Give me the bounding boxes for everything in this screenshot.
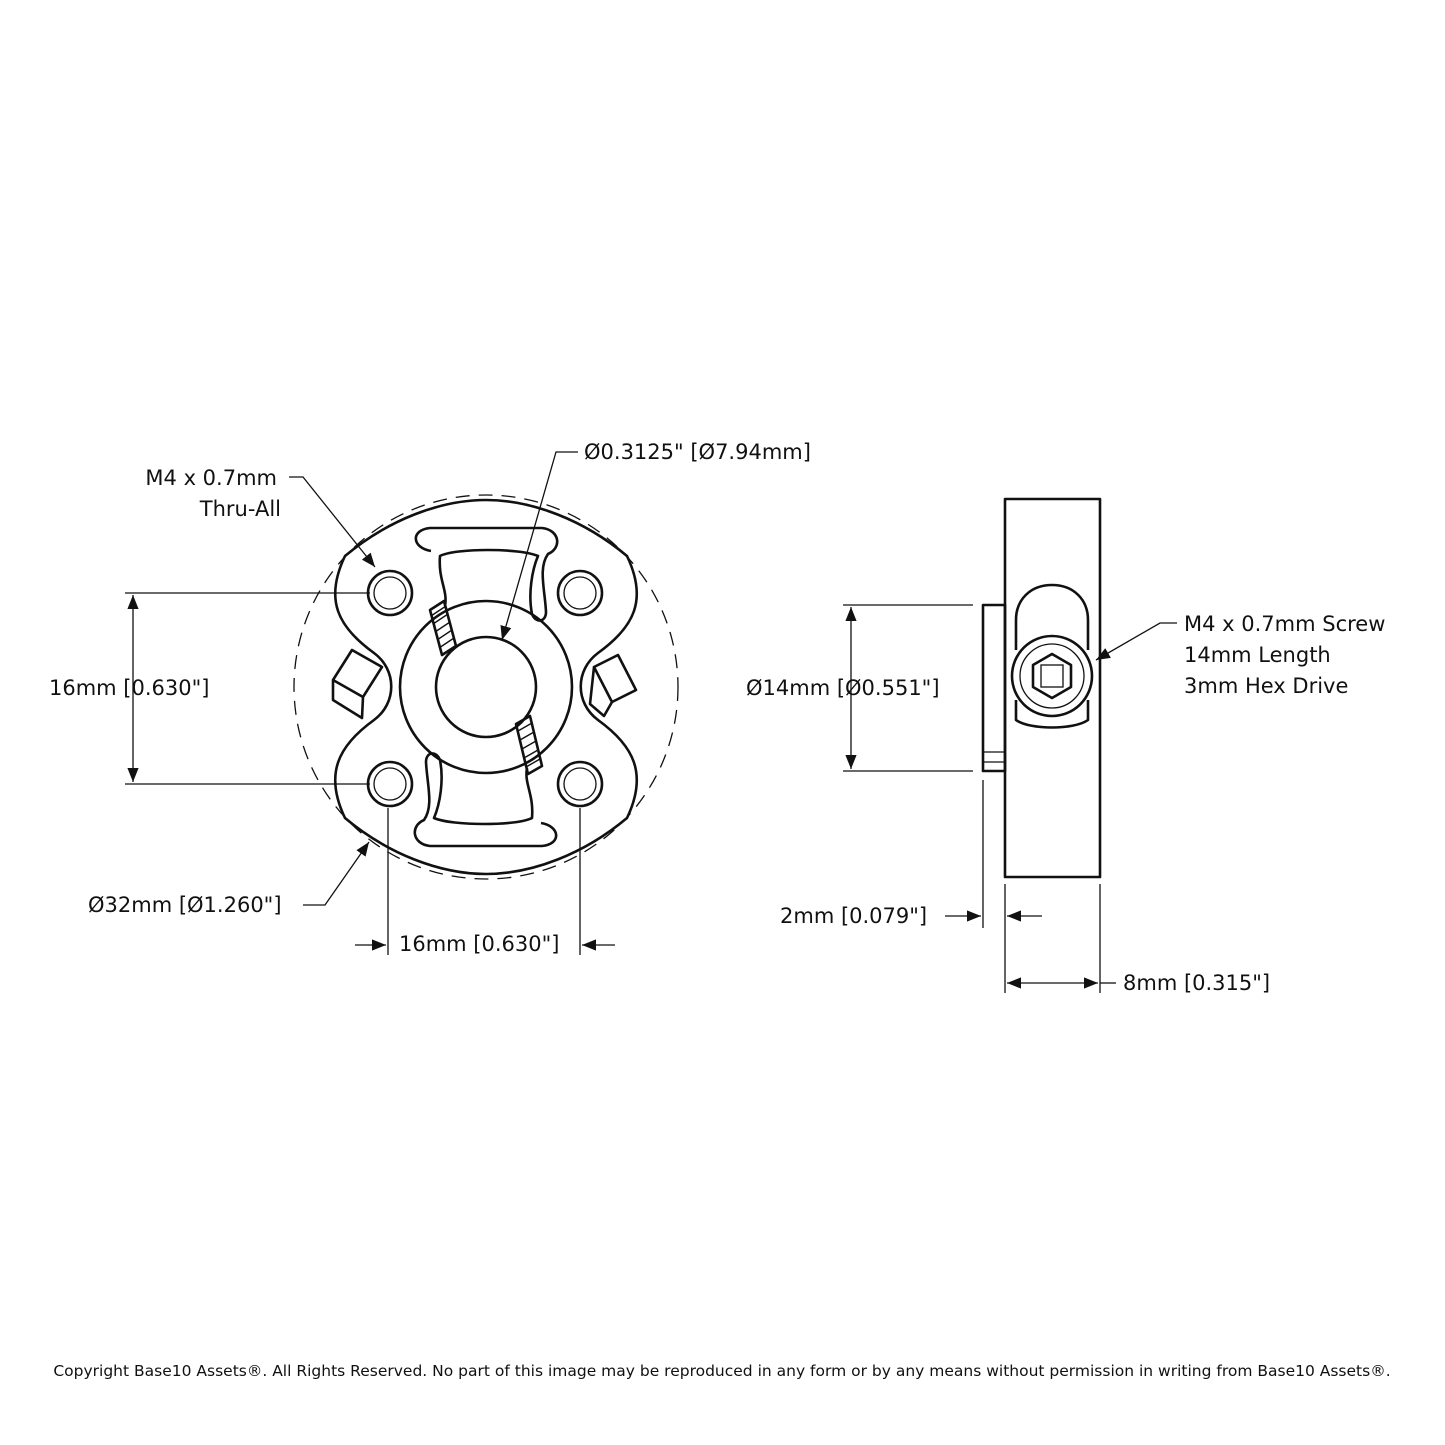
upper-split-hatch-lines xyxy=(430,605,455,649)
total-thickness-label: 8mm [0.315"] xyxy=(1123,971,1270,995)
hub-thickness-label: 2mm [0.079"] xyxy=(780,904,927,928)
outer-diameter-phantom-circle xyxy=(293,494,679,880)
front-view xyxy=(125,451,679,955)
side-view xyxy=(843,497,1177,993)
thread-callout-line2: Thru-All xyxy=(199,497,281,521)
screw-head xyxy=(1010,634,1094,718)
vertical-spacing-label: 16mm [0.630"] xyxy=(49,676,209,700)
screw-pocket xyxy=(1014,583,1090,650)
copyright-notice: Copyright Base10 Assets®. All Rights Res… xyxy=(53,1362,1390,1380)
clamp-body-outline xyxy=(333,498,639,876)
mounting-hole-top-right xyxy=(556,569,604,617)
upper-relief-slot xyxy=(414,526,559,622)
mounting-hole-top-left xyxy=(366,569,414,617)
outer-diameter-label: Ø32mm [Ø1.260"] xyxy=(88,893,282,917)
hex-socket-icon xyxy=(1031,652,1073,700)
right-boss xyxy=(588,653,638,718)
screw-callout-line1: M4 x 0.7mm Screw xyxy=(1184,612,1385,636)
side-hub xyxy=(981,603,1007,773)
bore-hole xyxy=(434,635,538,739)
mounting-hole-bottom-left xyxy=(366,760,414,808)
mounting-hole-bottom-right xyxy=(556,760,604,808)
screw-callout-line3: 3mm Hex Drive xyxy=(1184,674,1348,698)
lower-split-hatch-lines xyxy=(517,722,541,768)
lower-relief-slot xyxy=(413,752,558,848)
left-boss xyxy=(331,648,384,720)
thread-callout-line1: M4 x 0.7mm xyxy=(145,466,277,490)
side-body xyxy=(1003,497,1102,879)
hub-outer-circle xyxy=(398,599,574,775)
screw-callout-line2: 14mm Length xyxy=(1184,643,1331,667)
bore-diameter-label: Ø0.3125" [Ø7.94mm] xyxy=(584,440,811,464)
horizontal-spacing-label: 16mm [0.630"] xyxy=(399,932,559,956)
hub-diameter-label: Ø14mm [Ø0.551"] xyxy=(746,676,940,700)
